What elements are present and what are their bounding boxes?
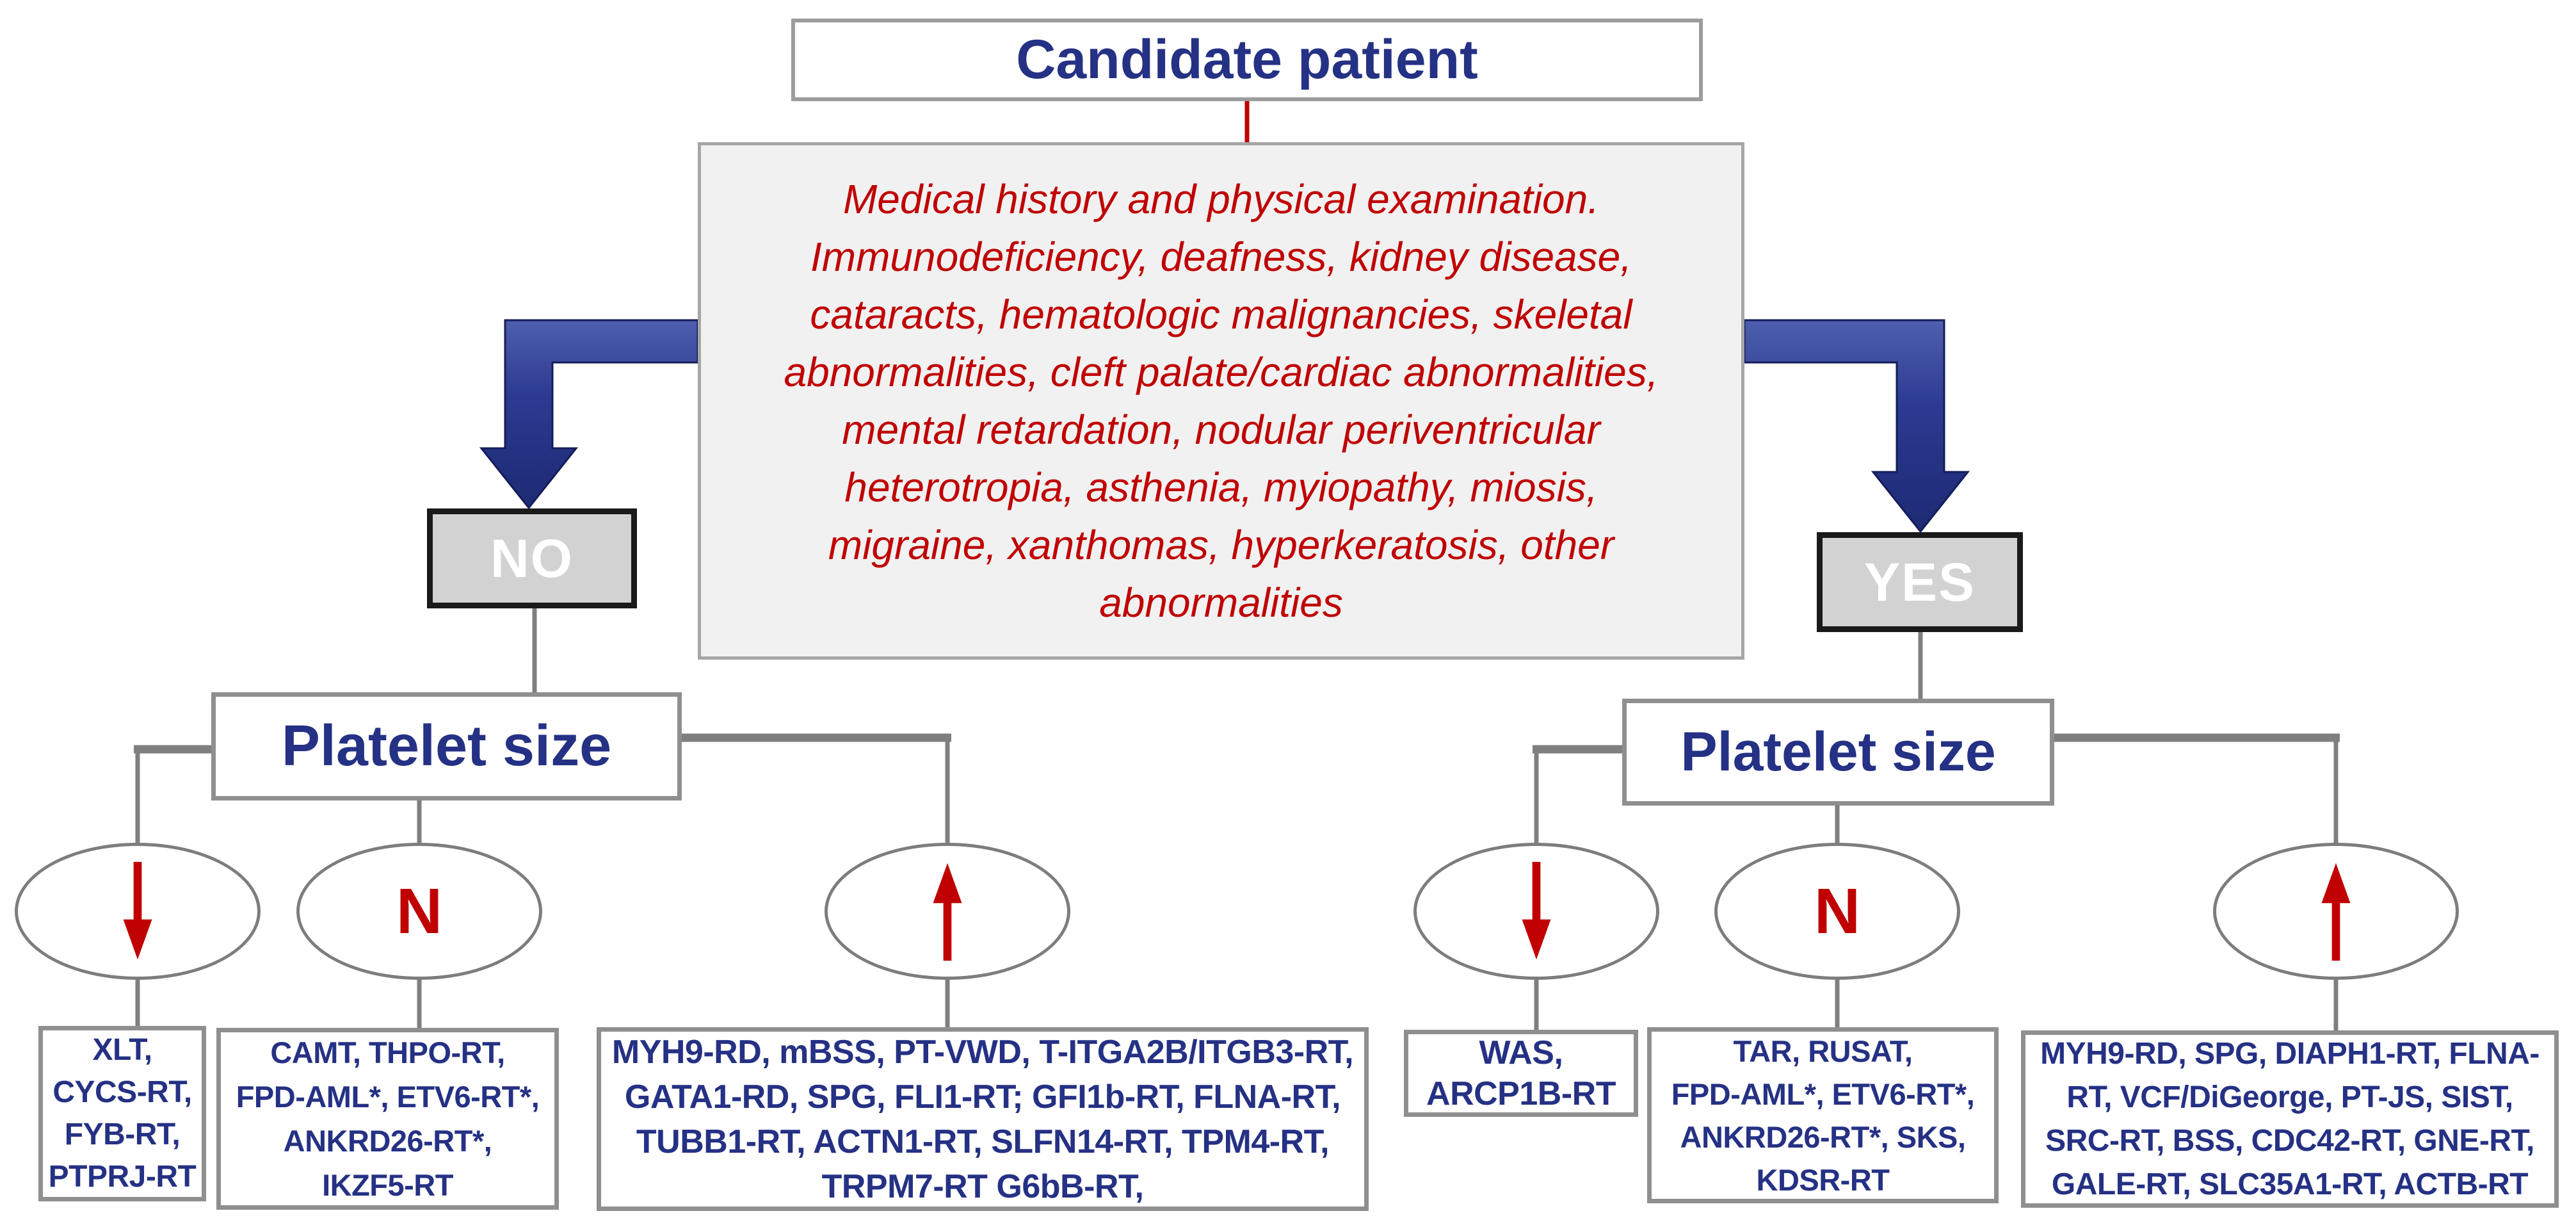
gene-list-text: WAS, ARCP1B-RT <box>1426 1034 1616 1112</box>
platelet-decreased-node-left <box>15 843 261 980</box>
platelet-size-node-left: Platelet size <box>211 692 682 800</box>
gene-list-text: CAMT, THPO-RT, FPD-AML*, ETV6-RT*, ANKRD… <box>236 1036 540 1202</box>
gene-list-decreased-right: WAS, ARCP1B-RT <box>1404 1030 1638 1117</box>
letter-n-label: N <box>396 875 443 947</box>
elbow-arrow-yes-icon <box>1743 319 1970 533</box>
gene-list-text: MYH9-RD, SPG, DIAPH1-RT, FLNA- RT, VCF/D… <box>2040 1036 2540 1201</box>
platelet-size-label-right: Platelet size <box>1680 721 1996 783</box>
candidate-patient-label: Candidate patient <box>1016 29 1478 90</box>
letter-n-label: N <box>1814 875 1861 947</box>
decision-yes-label: YES <box>1864 551 1976 612</box>
platelet-decreased-node-right <box>1413 843 1659 980</box>
arrow-up-icon <box>933 863 962 961</box>
arrow-down-icon <box>123 861 152 960</box>
decision-no-node: NO <box>427 508 637 608</box>
gene-list-normal-right: TAR, RUSAT, FPD-AML*, ETV6-RT*, ANKRD26-… <box>1647 1027 1999 1203</box>
candidate-patient-node: Candidate patient <box>791 19 1703 101</box>
gene-list-increased-right: MYH9-RD, SPG, DIAPH1-RT, FLNA- RT, VCF/D… <box>2021 1030 2559 1208</box>
platelet-increased-node-right <box>2213 843 2459 980</box>
assessment-text: Medical history and physical examination… <box>784 176 1659 626</box>
gene-list-text: TAR, RUSAT, FPD-AML*, ETV6-RT*, ANKRD26-… <box>1671 1034 1975 1197</box>
decision-no-label: NO <box>490 528 574 589</box>
platelet-size-label-left: Platelet size <box>281 714 612 778</box>
platelet-increased-node-left <box>825 843 1070 980</box>
assessment-node: Medical history and physical examination… <box>698 142 1744 660</box>
arrow-down-icon <box>1522 861 1551 960</box>
elbow-arrow-no-icon <box>479 319 699 510</box>
platelet-size-node-right: Platelet size <box>1622 699 2054 806</box>
platelet-normal-node-left: N <box>296 843 542 980</box>
gene-list-increased-left: MYH9-RD, mBSS, PT-VWD, T-ITGA2B/ITGB3-RT… <box>597 1027 1369 1211</box>
platelet-normal-node-right: N <box>1714 843 1960 980</box>
gene-list-text: XLT, CYCS-RT, FYB-RT, PTPRJ-RT <box>48 1033 197 1194</box>
decision-yes-node: YES <box>1817 532 2023 632</box>
gene-list-decreased-left: XLT, CYCS-RT, FYB-RT, PTPRJ-RT <box>38 1026 206 1201</box>
arrow-up-icon <box>2321 863 2351 961</box>
gene-list-normal-left: CAMT, THPO-RT, FPD-AML*, ETV6-RT*, ANKRD… <box>216 1028 559 1210</box>
gene-list-text: MYH9-RD, mBSS, PT-VWD, T-ITGA2B/ITGB3-RT… <box>611 1033 1354 1205</box>
